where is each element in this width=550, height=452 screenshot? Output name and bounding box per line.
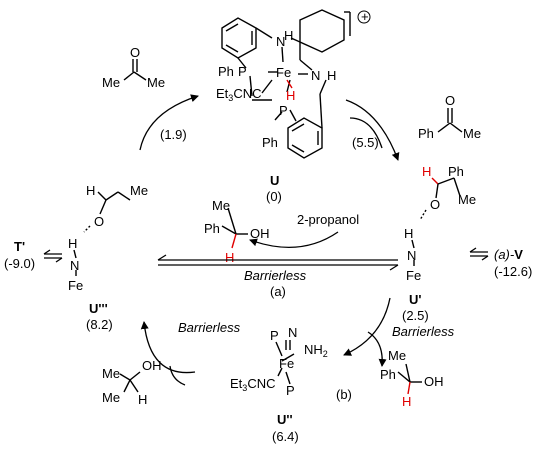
atom-label: P xyxy=(279,103,288,118)
acetone-structure xyxy=(123,59,147,81)
atom-label: Me xyxy=(212,198,230,213)
atom-label: N xyxy=(276,34,285,49)
atom-label: Me xyxy=(463,126,481,141)
barrierless-label-left: Barrierless xyxy=(178,320,241,335)
atom-label: OH xyxy=(142,358,162,373)
complex-U-structure xyxy=(221,9,371,159)
atom-label: Ph xyxy=(204,221,220,236)
atom-label: H xyxy=(86,183,95,198)
path-label-a: (a) xyxy=(270,284,286,299)
energy-V: (-12.6) xyxy=(494,264,532,279)
atom-label: Me xyxy=(102,366,120,381)
arrow-alcohol-release xyxy=(367,331,387,367)
arrow-ketone-incoming xyxy=(349,117,383,149)
positive-charge-sign: + xyxy=(361,9,369,24)
atom-label: Ph xyxy=(380,367,396,382)
barrierless-label-center: Barrierless xyxy=(244,268,307,283)
atom-label: Fe xyxy=(68,278,83,293)
atom-label: P xyxy=(286,383,295,398)
species-label-U-prime: U' xyxy=(409,292,421,307)
arrow-propanol-conversion xyxy=(249,231,339,249)
intermediate-U-tprime-structure xyxy=(73,191,131,276)
atom-label: Ph xyxy=(448,164,464,179)
species-label-U-dprime: U'' xyxy=(277,412,293,427)
equilibrium-arrow-right xyxy=(469,247,489,261)
atom-label: Ph xyxy=(418,126,434,141)
propanol-label: 2-propanol xyxy=(297,212,359,227)
arrow-U-to-acetone xyxy=(139,94,199,151)
arrow-U-prime-to-U-dprime xyxy=(343,297,391,356)
red-hydrogen-label: H xyxy=(225,250,234,265)
ligand-label: Et3CNC xyxy=(230,376,275,393)
intermediate-U-dprime-structure xyxy=(275,340,295,385)
energy-U: (0) xyxy=(266,189,282,204)
hydride-label: H xyxy=(286,88,295,103)
atom-label: Fe xyxy=(406,268,421,283)
atom-label: N xyxy=(311,68,320,83)
atom-label: H xyxy=(404,226,413,241)
equilibrium-arrow-center xyxy=(157,254,399,271)
energy-T-prime: (-9.0) xyxy=(4,256,35,271)
arrow-U-dprime-to-U-tprime xyxy=(140,321,196,374)
propanol-structure xyxy=(119,371,141,393)
energy-U-tprime: (8.2) xyxy=(86,317,113,332)
arrow-propanol-incoming xyxy=(169,365,186,386)
energy-U-prime: (2.5) xyxy=(402,308,429,323)
equilibrium-arrow-left xyxy=(43,249,63,263)
energy-U-dprime: (6.4) xyxy=(272,429,299,444)
atom-label: Me xyxy=(102,75,120,90)
species-label-T-prime: T' xyxy=(14,239,25,254)
atom-label: H xyxy=(68,236,77,251)
red-hydrogen-label: H xyxy=(402,394,411,409)
metal-center-label: Fe xyxy=(276,65,291,80)
amide-label: NH2 xyxy=(304,342,328,359)
atom-label: H xyxy=(327,68,336,83)
atom-label: O xyxy=(130,45,140,60)
species-label-U-tprime: U''' xyxy=(89,301,108,316)
metal-center-label: Fe xyxy=(279,356,294,371)
energy-step-1-9: (1.9) xyxy=(160,127,187,142)
atom-label: N xyxy=(288,325,297,340)
arrow-U-to-U-prime xyxy=(345,99,400,161)
atom-label: Me xyxy=(102,390,120,405)
atom-label: Me xyxy=(388,348,406,363)
energy-step-5-5: (5.5) xyxy=(352,135,379,150)
barrierless-label-right: Barrierless xyxy=(392,324,455,339)
atom-label: H xyxy=(284,28,293,43)
alcohol-center-structure xyxy=(221,207,248,249)
atom-label: P xyxy=(270,328,279,343)
atom-label: Ph xyxy=(262,135,278,150)
species-label-V: (a)-V xyxy=(494,247,523,262)
atom-label: Me xyxy=(147,75,165,90)
atom-label: Me xyxy=(458,192,476,207)
atom-label: O xyxy=(94,214,104,229)
atom-label: P xyxy=(238,64,247,79)
atom-label: N xyxy=(70,258,79,273)
atom-label: H xyxy=(138,392,147,407)
atom-label: OH xyxy=(424,374,444,389)
atom-label: O xyxy=(430,197,440,212)
species-label-U: U xyxy=(270,173,279,188)
alcohol-right-structure xyxy=(397,363,422,395)
red-hydrogen-label: H xyxy=(422,164,431,179)
ligand-label: Et3CNC xyxy=(216,86,261,103)
path-label-b: (b) xyxy=(336,387,352,402)
atom-label: O xyxy=(445,93,455,108)
acetophenone-structure xyxy=(437,108,463,133)
atom-label: OH xyxy=(250,226,270,241)
atom-label: Me xyxy=(130,183,148,198)
atom-label: N xyxy=(407,248,416,263)
atom-label: Ph xyxy=(218,64,234,79)
intermediate-U-prime-structure xyxy=(411,177,461,266)
